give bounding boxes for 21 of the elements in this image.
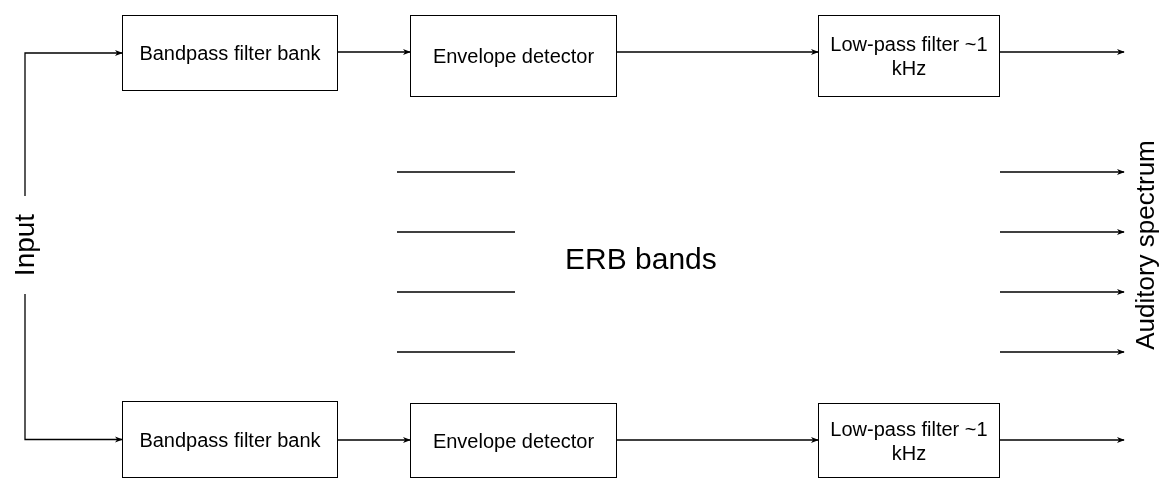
arrow (999, 168, 1125, 176)
process-box: Envelope detector (410, 403, 617, 478)
arrow (616, 436, 819, 444)
vertical-label: Auditory spectrum (1128, 130, 1162, 360)
process-box: Low-pass filter ~1 kHz (818, 15, 1000, 97)
arrow (999, 48, 1125, 56)
arrow (999, 436, 1125, 444)
arrow (337, 48, 411, 56)
arrow (999, 228, 1125, 236)
arrow (24, 49, 123, 197)
arrow (999, 288, 1125, 296)
process-box: Envelope detector (410, 15, 617, 97)
vertical-label: Input (7, 200, 43, 290)
band-label: ERB bands (565, 242, 717, 276)
arrow (999, 348, 1125, 356)
process-box: Low-pass filter ~1 kHz (818, 403, 1000, 478)
arrow (24, 293, 123, 443)
process-box: Bandpass filter bank (122, 401, 338, 478)
process-box: Bandpass filter bank (122, 15, 338, 91)
arrow (337, 436, 411, 444)
arrow (616, 48, 819, 56)
